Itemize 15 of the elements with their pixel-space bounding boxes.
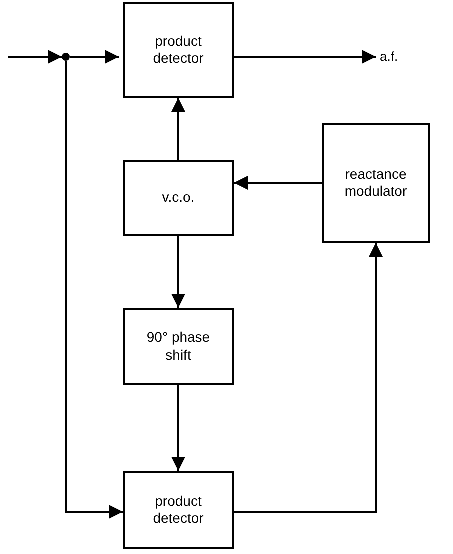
arrow <box>172 385 186 471</box>
process-box: v.c.o. <box>123 160 234 236</box>
output-label: a.f. <box>380 48 398 66</box>
arrow <box>65 61 123 519</box>
arrow <box>70 50 119 64</box>
arrow <box>8 50 62 64</box>
process-box: product detector <box>123 471 234 549</box>
process-box: 90° phase shift <box>123 308 234 385</box>
arrow <box>234 176 322 190</box>
arrow <box>172 236 186 308</box>
process-box: product detector <box>123 2 234 98</box>
arrow <box>234 243 383 513</box>
process-box: reactance modulator <box>322 123 430 243</box>
arrow <box>172 98 186 160</box>
arrow <box>234 50 376 64</box>
